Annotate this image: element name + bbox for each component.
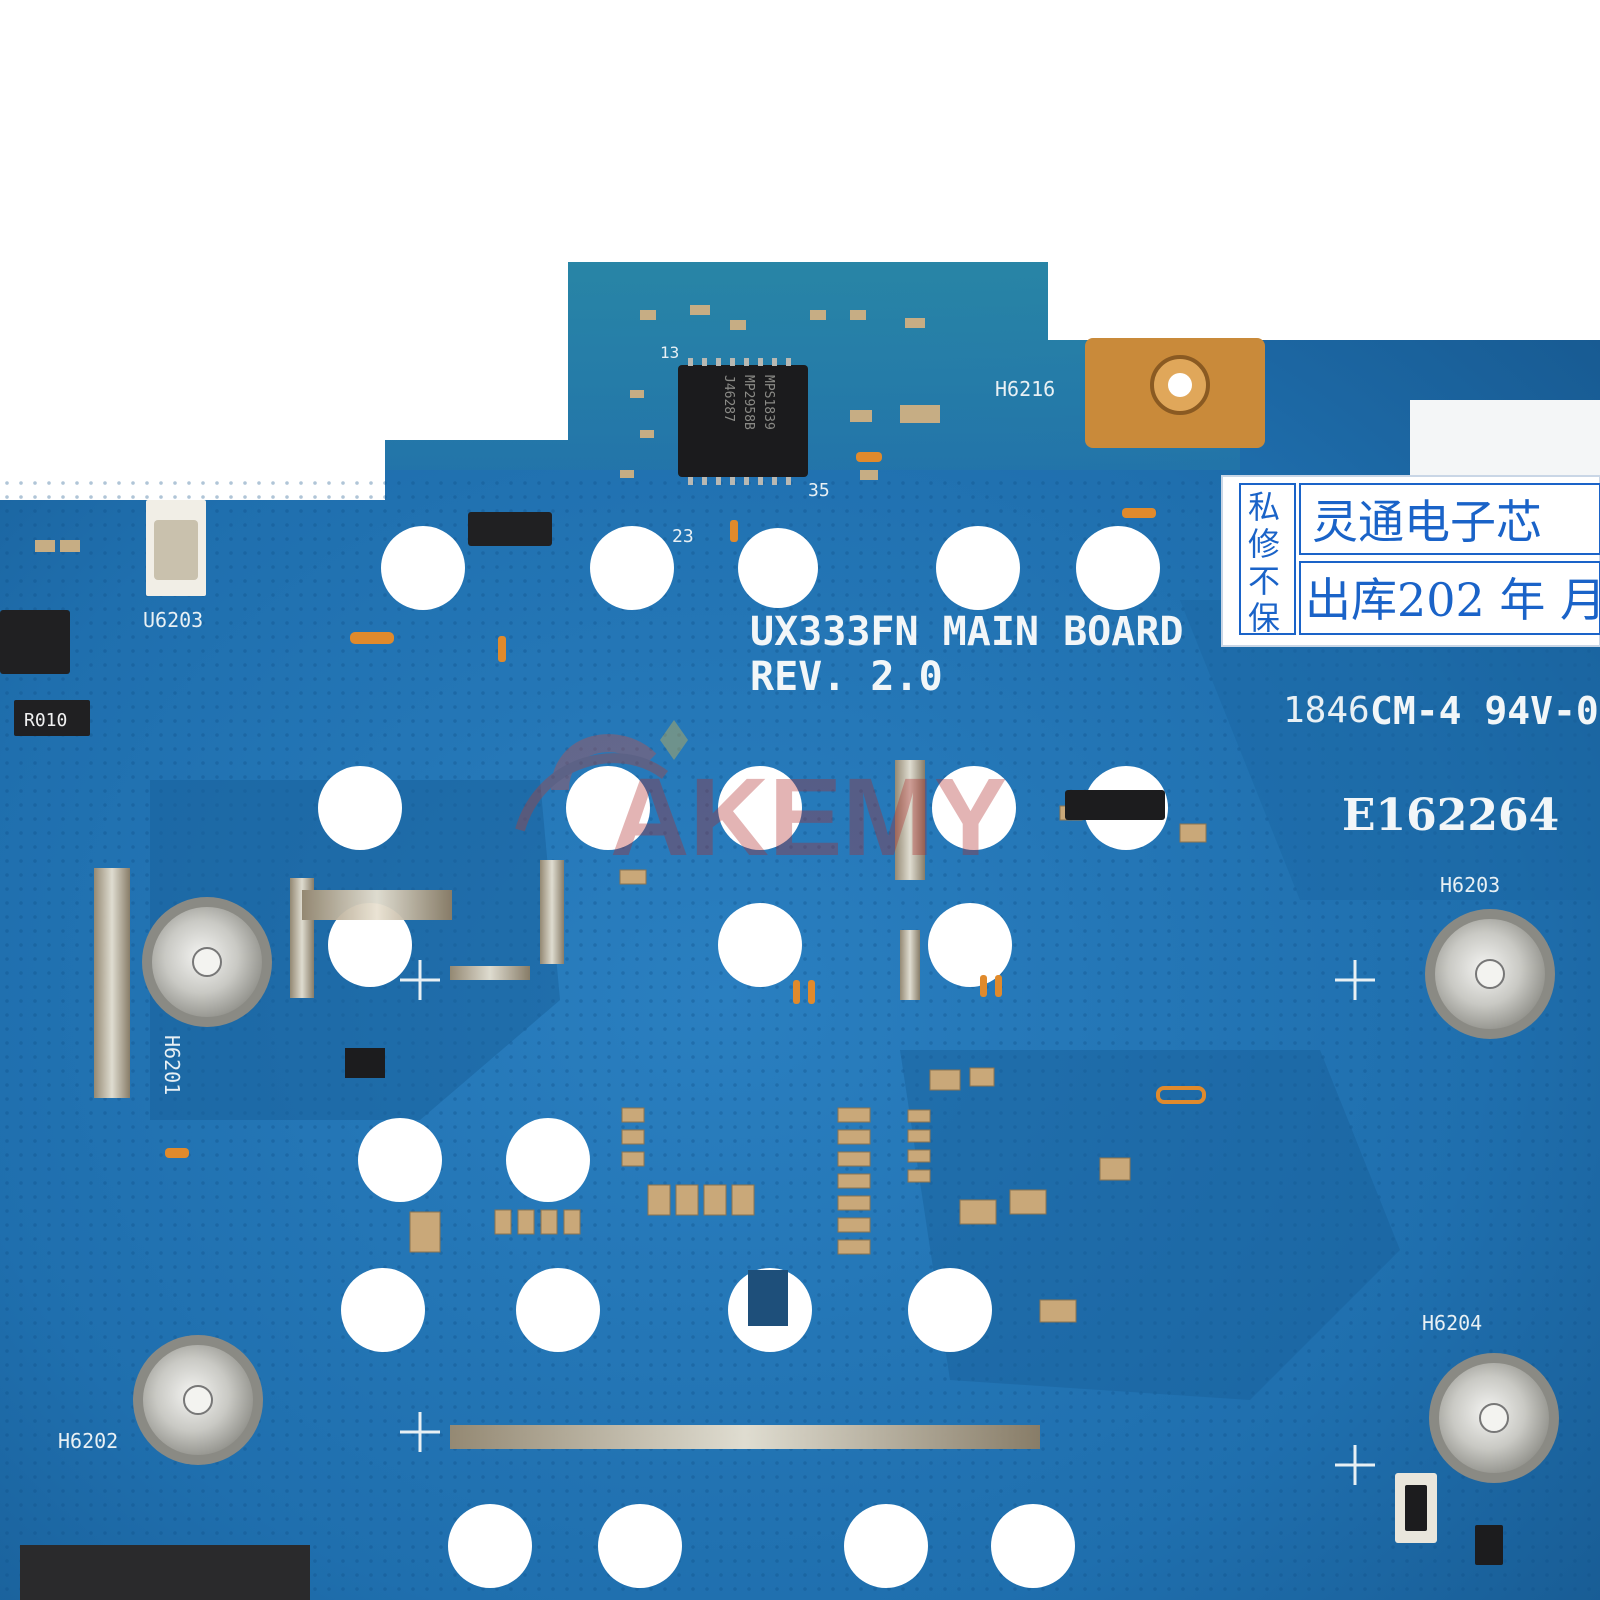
pwm-controller-chip: MPS1839 MP2958B J46287 xyxy=(678,358,808,485)
sticker-side-char: 私 xyxy=(1248,488,1280,526)
watermark-text: AKEMY xyxy=(610,756,1007,879)
pin-label-35: 35 xyxy=(808,480,830,501)
trace-region xyxy=(900,1050,1400,1400)
white-label-area xyxy=(1410,400,1600,480)
label-h6216: H6216 xyxy=(995,377,1055,401)
pcb-top-region xyxy=(385,262,1240,470)
chip-pins xyxy=(688,358,791,485)
label-h6204: H6204 xyxy=(1422,1311,1482,1335)
warranty-sticker: 私 修 不 保 灵通电子芯 出库202 年 月 xyxy=(1221,475,1600,647)
chip-marking: J46287 xyxy=(721,375,736,422)
chip-marking: MP2958B xyxy=(741,375,756,430)
sticker-side-char: 保 xyxy=(1248,599,1280,637)
watermark-logo: AKEMY xyxy=(515,720,1007,879)
ul-number: E162264 xyxy=(1342,790,1559,841)
pin-label-23: 23 xyxy=(672,526,694,547)
gold-mount-pad xyxy=(1085,338,1265,448)
trace-region xyxy=(1180,600,1600,900)
screw-standoff-h6202 xyxy=(133,1335,263,1465)
label-h6203: H6203 xyxy=(1440,873,1500,897)
resistors xyxy=(165,452,1206,1158)
sticker-shop-name: 灵通电子芯 xyxy=(1312,495,1542,549)
shield-strips xyxy=(94,760,1040,1449)
pin-label-13: 13 xyxy=(660,343,679,362)
smd-components-dark xyxy=(0,500,552,736)
board-holes xyxy=(318,526,1168,1588)
sticker-date-line: 出库202 年 月 xyxy=(1305,573,1600,627)
screw-standoff-h6204 xyxy=(1429,1353,1559,1483)
screw-standoff-h6203 xyxy=(1425,909,1555,1039)
label-h6202: H6202 xyxy=(58,1429,118,1453)
date-code: 1846 xyxy=(1283,690,1370,731)
sticker-side-char: 修 xyxy=(1248,525,1280,563)
sticker-side-char: 不 xyxy=(1248,562,1280,600)
plus-marks xyxy=(400,960,1375,1485)
smd-components xyxy=(35,305,940,552)
component-marking: R010 xyxy=(24,710,67,731)
label-h6201: H6201 xyxy=(160,1035,184,1095)
chip-marking: MPS1839 xyxy=(761,375,776,430)
screw-standoff-h6201 xyxy=(142,897,272,1027)
dark-components xyxy=(20,790,1503,1600)
cert-code: CM-4 94V-0 xyxy=(1370,689,1599,733)
board-revision: REV. 2.0 xyxy=(750,654,943,700)
label-u6203: U6203 xyxy=(143,608,203,632)
board-title: UX333FN MAIN BOARD xyxy=(750,609,1183,655)
